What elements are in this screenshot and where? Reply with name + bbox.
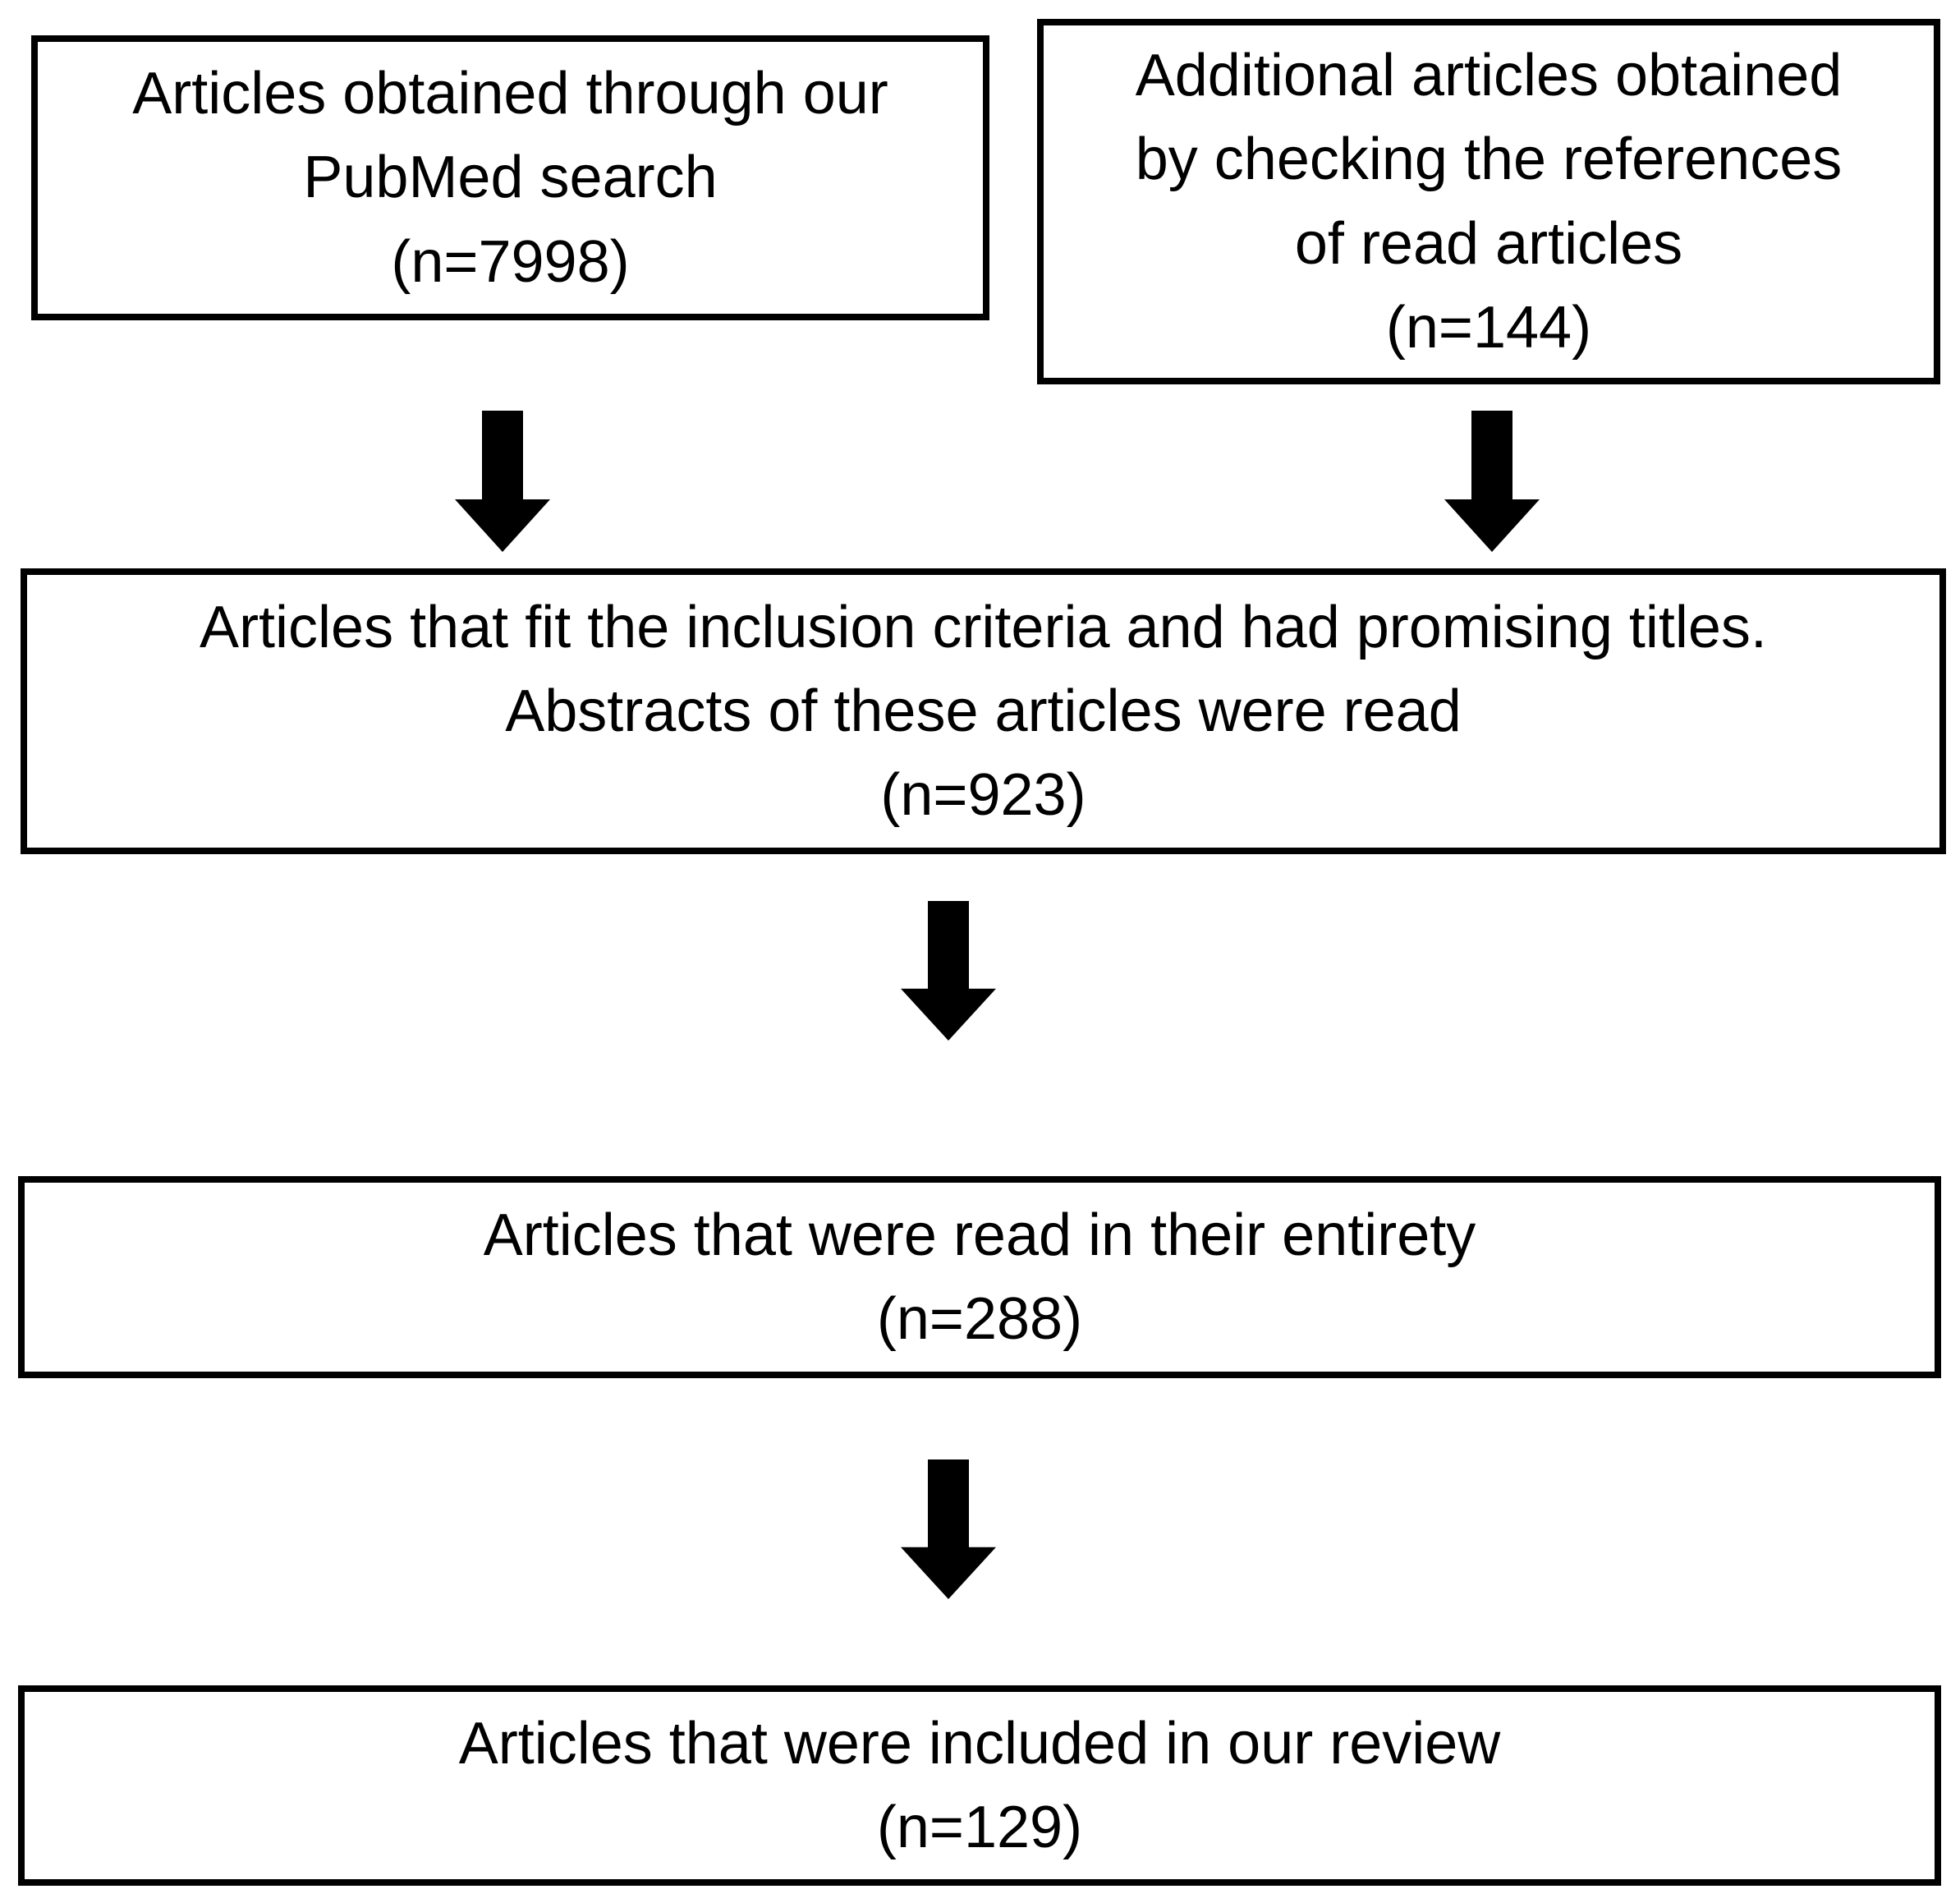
box-reference-check: Additional articles obtained by checking… [1037,19,1940,384]
box-full-text-read: Articles that were read in their entiret… [18,1176,1941,1378]
box-reference-check-text: Additional articles obtained by checking… [1135,43,1843,361]
box-included-in-review: Articles that were included in our revie… [18,1685,1941,1886]
box-included-in-review-text: Articles that were included in our revie… [458,1710,1501,1860]
down-arrow-icon [901,1459,996,1599]
down-arrow-icon [455,411,550,552]
box-pubmed-search: Articles obtained through our PubMed sea… [31,35,989,320]
down-arrow-icon [901,901,996,1041]
down-arrow-icon [1444,411,1540,552]
box-title-abstract-screening-text: Articles that fit the inclusion criteria… [200,594,1767,829]
box-title-abstract-screening: Articles that fit the inclusion criteria… [21,568,1946,854]
box-full-text-read-text: Articles that were read in their entiret… [483,1202,1476,1352]
box-pubmed-search-text: Articles obtained through our PubMed sea… [132,61,888,295]
